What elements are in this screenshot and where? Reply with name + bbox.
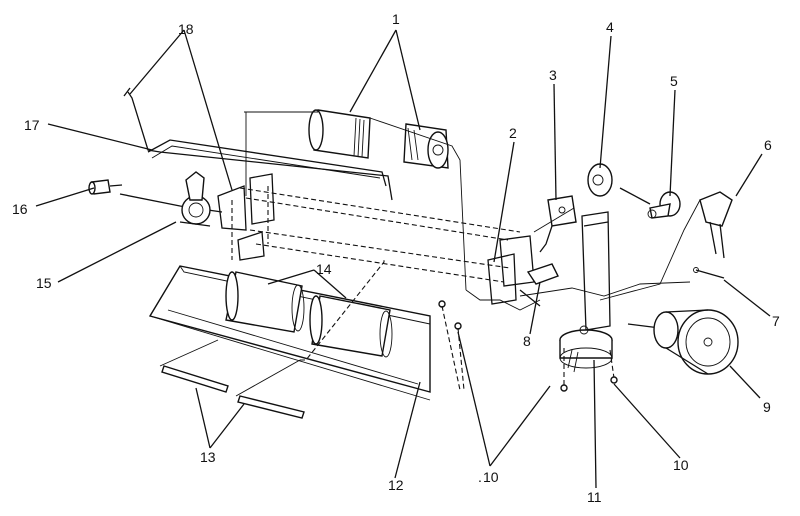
label-5: 5 xyxy=(670,73,678,89)
part-11-pulley-assembly xyxy=(559,211,613,373)
part-15-lever-gear xyxy=(119,171,223,227)
label-16: 16 xyxy=(12,201,28,217)
part-9-knob xyxy=(627,309,739,375)
part-13-rail-right xyxy=(235,359,305,419)
label-2: 2 xyxy=(509,125,517,141)
part-6-switch xyxy=(699,191,733,259)
label-3: 3 xyxy=(549,67,557,83)
label-15: 15 xyxy=(36,275,52,291)
label-6: 6 xyxy=(764,137,772,153)
label-14: 14 xyxy=(316,261,332,277)
label-9: 9 xyxy=(763,399,771,415)
part-1-motor-left xyxy=(308,109,371,159)
part-labels: 1 2 3 4 5 6 7 8 9 10 10 . 11 12 13 14 15… xyxy=(12,11,780,505)
part-16-end-knob xyxy=(88,179,123,195)
part-5-small-gear xyxy=(619,187,681,219)
label-10-left: 10 xyxy=(483,469,499,485)
part-3-bracket xyxy=(539,195,577,253)
connection-line-frame xyxy=(465,289,541,311)
label-4: 4 xyxy=(606,19,614,35)
connection-line-switch xyxy=(599,199,701,301)
part-1-outline xyxy=(244,111,467,291)
label-10-right: 10 xyxy=(673,457,689,473)
leader-lines xyxy=(35,29,771,489)
part-13-rail-left xyxy=(159,339,229,393)
label-1: 1 xyxy=(392,11,400,27)
part-7-pin xyxy=(693,267,725,279)
label-7: 7 xyxy=(772,313,780,329)
connection-line-motor xyxy=(519,207,691,297)
part-14-roller-left xyxy=(225,271,305,333)
label-8: 8 xyxy=(523,333,531,349)
part-18-bent-rod xyxy=(123,87,393,201)
label-13: 13 xyxy=(200,449,216,465)
label-12: 12 xyxy=(388,477,404,493)
center-frame xyxy=(217,173,535,305)
label-17: 17 xyxy=(24,117,40,133)
part-1-motor-right xyxy=(403,123,449,169)
part-8-lever xyxy=(519,263,559,307)
part-4-gear xyxy=(587,163,613,197)
part-14-shaft xyxy=(300,258,385,361)
part-10-screws xyxy=(438,300,618,392)
label-18: 18 xyxy=(178,21,194,37)
label-dot-10: . xyxy=(478,469,482,485)
part-14-roller-right xyxy=(309,295,393,358)
part-17-long-rod xyxy=(147,139,387,187)
label-11: 11 xyxy=(587,489,602,505)
